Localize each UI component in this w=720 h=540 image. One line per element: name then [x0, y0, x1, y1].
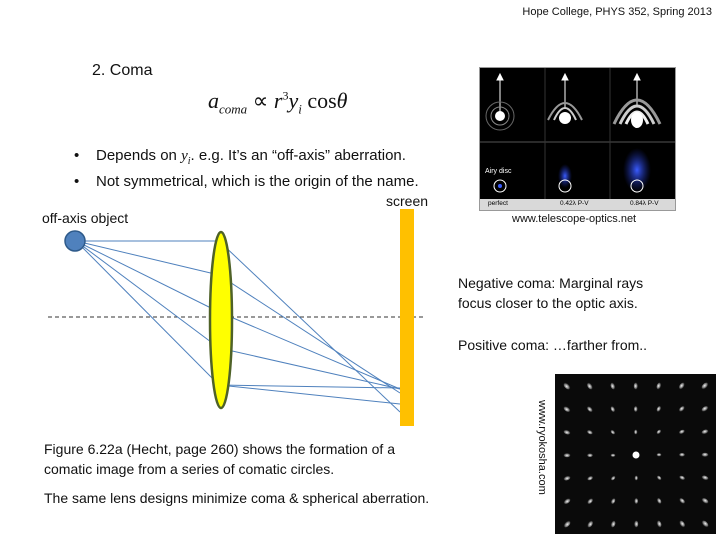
coma-spot [701, 452, 709, 458]
coma-spot [634, 429, 638, 435]
coma-spot [563, 498, 571, 504]
coma-spot [610, 520, 616, 528]
coma-spot [587, 429, 593, 435]
off-axis-object [64, 230, 86, 252]
formula-relation: ∝ [252, 88, 269, 113]
section-title: 2. Coma [92, 62, 153, 79]
coma-spot [633, 520, 639, 528]
coma-spot [701, 382, 709, 390]
design-note: The same lens designs minimize coma & sp… [44, 490, 430, 506]
airy-disc-image [480, 68, 675, 210]
negative-coma-note: Negative coma: Marginal rays focus close… [458, 275, 644, 311]
airy-disc-label: Airy disc [485, 168, 512, 175]
coma-spot [634, 475, 638, 481]
formula-theta: θ [336, 88, 348, 113]
coma-spot [679, 453, 685, 457]
coma-spot [563, 382, 571, 390]
bullet-var: yi [181, 148, 191, 167]
coma-spot [610, 475, 616, 481]
coma-spot [610, 429, 616, 435]
coma-spot [656, 520, 662, 528]
formula-r-exp: 3 [282, 88, 289, 103]
slide-header: Hope College, PHYS 352, Spring 2013 [522, 6, 712, 18]
formula-y: y [288, 88, 299, 113]
coma-spot [679, 475, 685, 481]
screen-bar [400, 209, 414, 426]
coma-formula: acoma ∝ r3yi cosθ [208, 88, 347, 117]
formula-lhs: a [208, 88, 219, 113]
coma-spot [679, 406, 685, 412]
coma-spot [701, 475, 709, 481]
grid-credit: www.ryokosha.com [536, 400, 548, 495]
coma-spot [563, 406, 571, 412]
object-label: off-axis object [42, 210, 129, 226]
coma-spot [563, 452, 571, 458]
coma-spot [610, 453, 616, 457]
formula-y-sub: i [298, 101, 302, 117]
bullet-list: Depends on yi. e.g. It’s an “off-axis” a… [74, 146, 419, 192]
bullet-item: Depends on yi. e.g. It’s an “off-axis” a… [74, 146, 419, 172]
coma-spot [610, 406, 616, 412]
airy-label-042: 0.42λ P-V [560, 200, 589, 207]
coma-spot [587, 475, 593, 481]
coma-spot [632, 451, 640, 459]
ray-bundle [75, 240, 401, 413]
coma-spot [656, 498, 662, 504]
coma-spot [679, 498, 685, 504]
airy-label-084: 0.84λ P-V [630, 200, 659, 207]
figure-caption: Figure 6.22a (Hecht, page 260) shows the… [44, 441, 395, 477]
coma-spot [701, 498, 709, 504]
formula-r: r [273, 88, 283, 113]
coma-spot [701, 406, 709, 412]
coma-spot [563, 429, 571, 435]
bullet-item: Not symmetrical, which is the origin of … [74, 172, 419, 192]
coma-spot [633, 382, 639, 390]
coma-spot [563, 520, 571, 528]
coma-spot [679, 382, 685, 390]
coma-spot [587, 453, 593, 457]
coma-spot [679, 429, 685, 435]
coma-grid-image [555, 374, 716, 534]
coma-spot [587, 382, 593, 390]
coma-spot [679, 520, 685, 528]
coma-spot [701, 520, 709, 528]
airy-disc-panel: Airy disc perfect 0.42λ P-V 0.84λ P-V [479, 67, 676, 211]
coma-spot [563, 475, 571, 481]
coma-spot [656, 382, 662, 390]
coma-spot [656, 406, 662, 412]
formula-lhs-sub: coma [219, 101, 248, 117]
coma-spot [610, 382, 616, 390]
coma-spot [587, 498, 593, 504]
coma-spot [656, 453, 662, 457]
positive-coma-note: Positive coma: …farther from.. [458, 337, 648, 353]
airy-label-perfect: perfect [488, 200, 508, 207]
coma-spot [587, 406, 593, 412]
coma-spot [634, 406, 638, 412]
coma-spot [656, 475, 662, 481]
coma-spot [701, 429, 709, 435]
formula-func: cos [307, 88, 337, 113]
convex-lens [208, 230, 234, 410]
coma-spot [587, 520, 593, 528]
coma-spot [656, 429, 662, 435]
coma-spot [634, 498, 638, 504]
coma-spot [610, 498, 616, 504]
screen-label: screen [386, 193, 429, 209]
airy-credit: www.telescope-optics.net [512, 213, 637, 225]
